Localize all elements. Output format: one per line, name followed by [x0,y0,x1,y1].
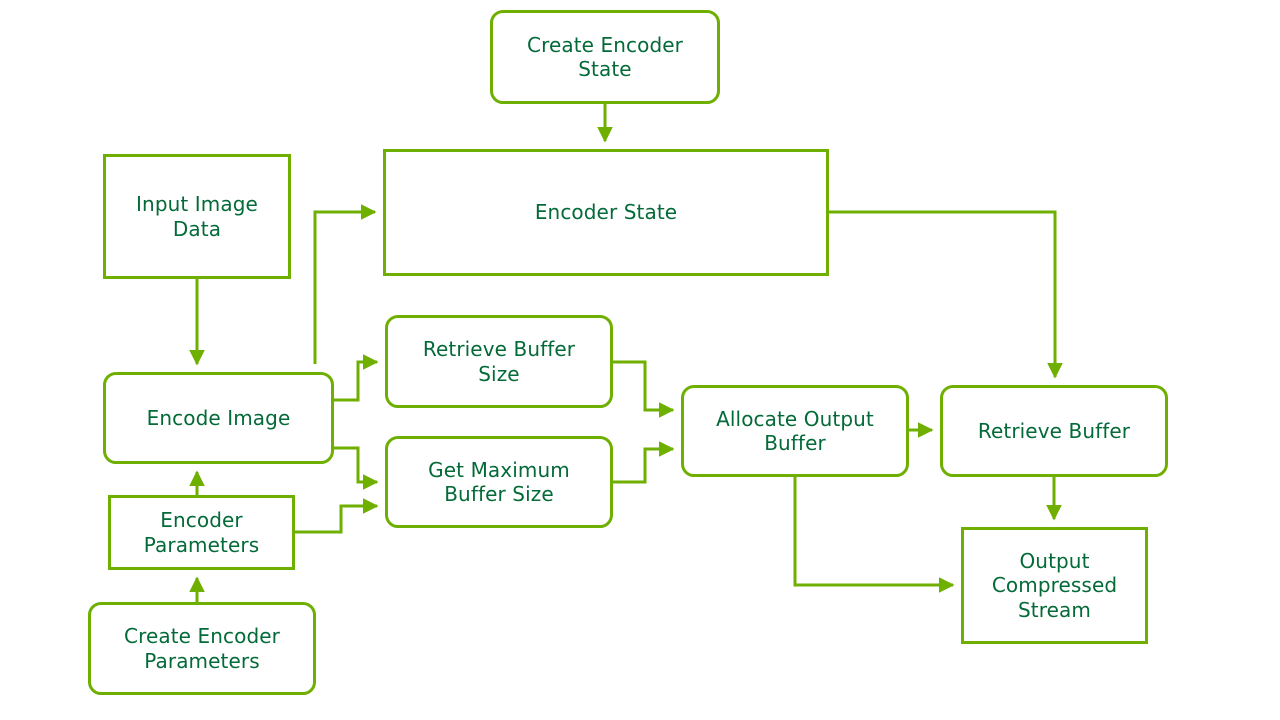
node-encoder-state[interactable]: Encoder State [383,149,829,276]
edge-encode-image-to-get-maximum-buffer-size [334,446,379,490]
node-allocate-output-buffer[interactable]: Allocate Output Buffer [681,385,909,477]
node-get-maximum-buffer-size[interactable]: Get Maximum Buffer Size [385,436,613,528]
node-input-image-data[interactable]: Input Image Data [103,154,291,279]
node-retrieve-buffer-size[interactable]: Retrieve Buffer Size [385,315,613,408]
edge-retrieve-buffer-size-to-allocate-buffer [613,360,675,418]
edge-allocate-buffer-to-output-stream [793,477,955,593]
node-retrieve-buffer[interactable]: Retrieve Buffer [940,385,1168,477]
edge-encoder-parameters-to-get-maximum-buffer-size [295,498,379,534]
edge-encode-image-to-encoder-state [313,204,377,364]
edge-encoder-state-to-retrieve-buffer [829,210,1063,379]
edge-encode-image-to-retrieve-buffer-size [334,354,379,402]
node-create-encoder-parameters[interactable]: Create Encoder Parameters [88,602,316,695]
node-encode-image[interactable]: Encode Image [103,372,334,464]
node-create-encoder-state[interactable]: Create Encoder State [490,10,720,104]
node-encoder-parameters[interactable]: Encoder Parameters [108,495,295,570]
edge-get-maximum-buffer-size-to-allocate-buffer [613,441,675,484]
node-output-compressed-stream[interactable]: Output Compressed Stream [961,527,1148,644]
